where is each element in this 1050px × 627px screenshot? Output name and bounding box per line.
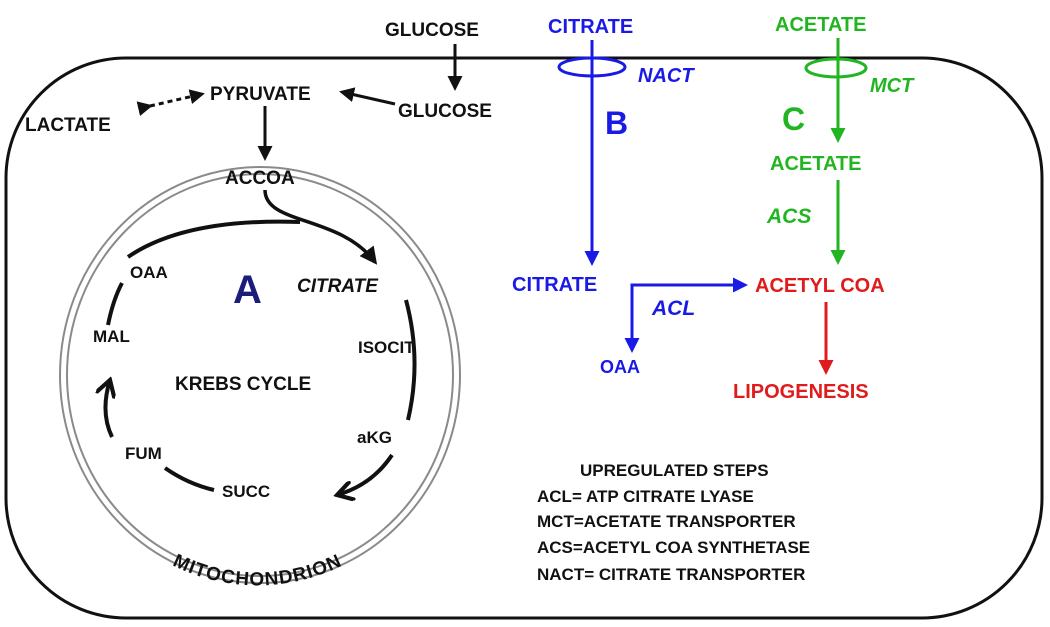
krebs-arc-oaa-citrate	[126, 219, 301, 259]
acetate-cytosol-label: ACETATE	[770, 153, 861, 175]
accoa-to-citrate-arrow	[263, 189, 378, 265]
krebs-cycle-label: KREBS CYCLE	[175, 374, 311, 395]
glucose-outside-label: GLUCOSE	[385, 20, 479, 41]
krebs-arc-mal-oaa	[106, 282, 124, 326]
krebs-citrate-label: CITRATE	[297, 276, 379, 297]
lactate-label: LACTATE	[25, 115, 111, 136]
lactate-pyruvate-dashed-arrow	[136, 89, 205, 117]
citrate-to-acetylcoa-arrow	[630, 277, 748, 296]
citrate-cytosol-label: CITRATE	[512, 274, 597, 296]
legend-item-mct: MCT=ACETATE TRANSPORTER	[537, 512, 796, 531]
akg-label: aKG	[357, 428, 392, 447]
glucose-to-pyruvate-arrow	[339, 87, 396, 106]
pathway-b-letter: B	[605, 105, 628, 141]
legend-item-acs: ACS=ACETYL COA SYNTHETASE	[537, 538, 810, 557]
glucose-inside-label: GLUCOSE	[398, 101, 492, 122]
fum-label: FUM	[125, 444, 162, 463]
mitochondrion-inner	[66, 173, 454, 577]
krebs-arc-akg-succ	[337, 453, 394, 495]
pyruvate-label: PYRUVATE	[210, 84, 311, 105]
acl-label: ACL	[651, 297, 695, 320]
citrate-outside-label: CITRATE	[548, 16, 633, 38]
lipogenesis-label: LIPOGENESIS	[733, 381, 869, 403]
acetyl-coa-label: ACETYL COA	[755, 275, 885, 297]
legend-title: UPREGULATED STEPS	[580, 461, 769, 480]
upregulated-steps-legend: UPREGULATED STEPS ACL= ATP CITRATE LYASE…	[537, 461, 810, 584]
krebs-arc-fum-mal	[105, 380, 112, 438]
accoa-label: ACCOA	[225, 168, 295, 189]
pathway-c-letter: C	[782, 101, 805, 137]
legend-item-acl: ACL= ATP CITRATE LYASE	[537, 487, 754, 506]
krebs-arc-succ-fum	[163, 466, 215, 492]
nact-label: NACT	[638, 65, 695, 87]
mitochondrion-label: MITOCHONDRION	[170, 551, 345, 591]
krebs-arc-citrate-akg	[404, 299, 417, 421]
isocit-label: ISOCIT	[358, 338, 415, 357]
cell-membrane	[4, 56, 1044, 620]
pathway-a-letter: A	[233, 268, 262, 312]
mct-label: MCT	[870, 75, 915, 97]
oaa-krebs-label: OAA	[130, 263, 168, 282]
acs-label: ACS	[766, 205, 811, 228]
legend-item-nact: NACT= CITRATE TRANSPORTER	[537, 565, 805, 584]
succ-label: SUCC	[222, 482, 270, 501]
mct-transporter	[804, 57, 868, 79]
mal-label: MAL	[93, 327, 130, 346]
oaa-cytosol-label: OAA	[600, 357, 640, 377]
acetate-outside-label: ACETATE	[775, 14, 866, 36]
mitochondrion-outer	[59, 166, 461, 584]
